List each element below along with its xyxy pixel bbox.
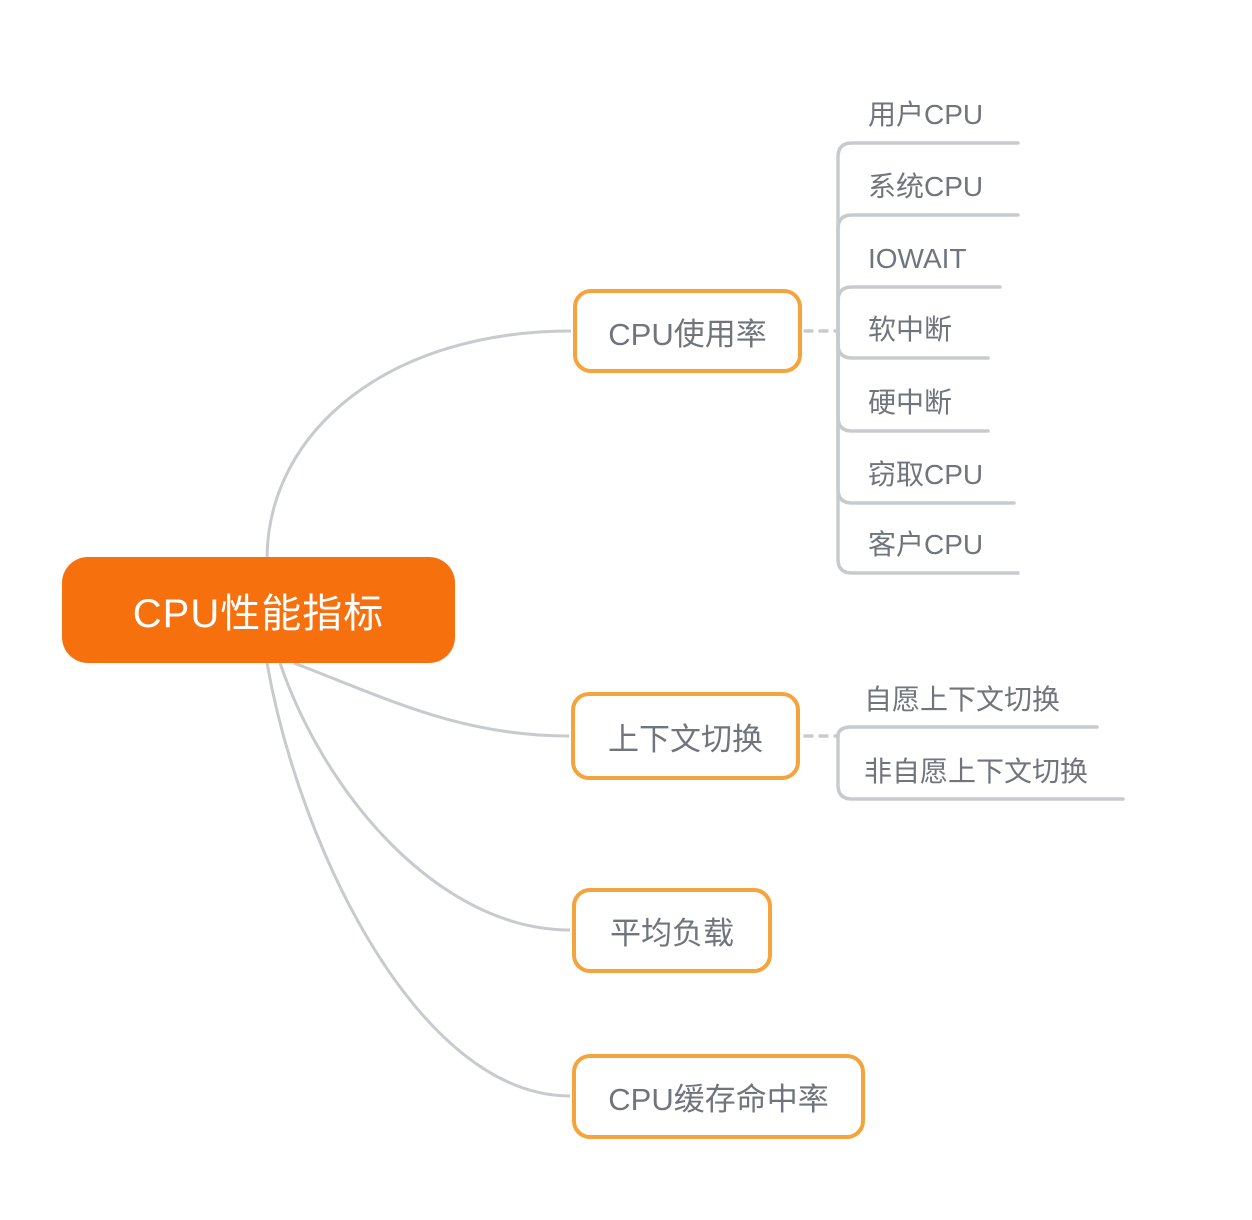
root-node-cpu-performance-metrics[interactable]: CPU性能指标 [62, 557, 455, 663]
root-node-label: CPU性能指标 [132, 592, 385, 636]
branch-node-cpu-usage[interactable]: CPU使用率 [573, 289, 802, 373]
connector-root-to-cpu-usage [265, 329, 572, 559]
leaf-node-hard-irq[interactable]: 硬中断 [868, 387, 953, 418]
leaf-node-user-cpu[interactable]: 用户CPU [868, 99, 984, 130]
connector-root-to-context-switch [293, 661, 570, 738]
leaf-node-steal-cpu[interactable]: 窃取CPU [868, 459, 984, 490]
connector-voluntary-context-switch [836, 725, 1099, 738]
branch-node-cpu-cache-hit-rate-label: CPU缓存命中率 [608, 1082, 829, 1117]
connector-system-cpu [836, 213, 1020, 333]
connector-root-to-load-average [278, 662, 571, 932]
child-connectors-cpu-usage [836, 141, 1020, 575]
branch-node-load-average-label: 平均负载 [610, 916, 734, 951]
leaf-node-voluntary-context-switch[interactable]: 自愿上下文切换 [864, 684, 1061, 715]
leaf-node-iowait[interactable]: IOWAIT [868, 243, 967, 274]
connector-involuntary-context-switch [836, 734, 1125, 801]
branch-node-cpu-usage-label: CPU使用率 [608, 316, 767, 352]
leaf-node-involuntary-context-switch[interactable]: 非自愿上下文切换 [864, 756, 1089, 787]
connector-root-to-cpu-cache-hit-rate [265, 662, 571, 1098]
branch-node-load-average[interactable]: 平均负载 [572, 888, 772, 973]
branch-node-context-switch-label: 上下文切换 [608, 721, 763, 757]
branch-node-cpu-cache-hit-rate[interactable]: CPU缓存命中率 [572, 1054, 865, 1139]
child-connectors-context-switch [836, 725, 1125, 801]
connector-iowait [836, 285, 1002, 333]
leaf-node-system-cpu[interactable]: 系统CPU [868, 171, 984, 202]
branch-node-context-switch[interactable]: 上下文切换 [571, 692, 800, 780]
connector-guest-cpu [836, 329, 1020, 575]
leaf-node-soft-irq[interactable]: 软中断 [868, 314, 953, 345]
leaf-node-guest-cpu[interactable]: 客户CPU [868, 529, 984, 560]
connector-user-cpu [836, 141, 1020, 333]
